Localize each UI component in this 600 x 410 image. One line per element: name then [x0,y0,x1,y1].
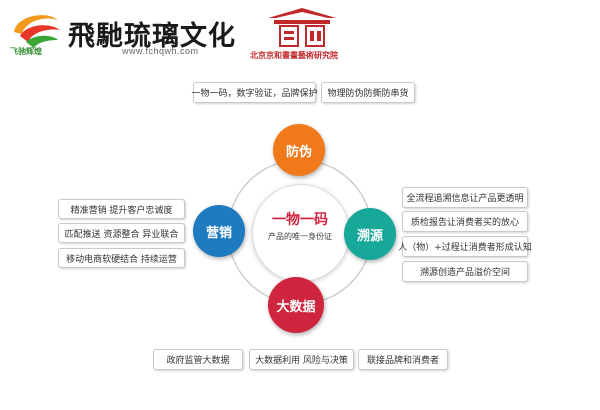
bottom-box-1: 政府监管大数据 [153,349,243,370]
brand-logo [6,8,66,56]
center-title: 一物一码 [272,212,328,228]
node-marketing: 营销 [193,205,245,257]
brand-name: 飛馳琉璃文化 [68,21,236,52]
top-box-2: 物理防伪防撕防串货 [321,82,415,103]
node-big-data: 大数据 [268,277,324,333]
academy-seal-logo [262,4,342,56]
center-subtitle: 产品的唯一身份证 [268,232,332,241]
bottom-box-2: 大数据利用 风险与决策 [249,349,354,370]
node-anti-counterfeit: 防伪 [273,124,325,176]
top-box-1: 一物一码，数字验证，品牌保护 [192,82,318,103]
right-box-4: 溯源创造产品溢价空间 [402,261,528,282]
left-box-2: 匹配推送 资源整合 异业联合 [58,223,185,243]
brand-url: www.fchqwh.com [122,46,199,56]
node-traceability: 溯源 [344,208,396,260]
bottom-box-3: 联接品牌和消费者 [358,349,448,370]
logo-small-text: 飞驰辉煌 [10,47,42,56]
right-box-3: 人（物）+过程让消费者形成认知 [398,236,532,257]
left-box-3: 移动电商软硬结合 持续运营 [58,248,185,268]
left-box-1: 精准营销 提升客户忠诚度 [58,199,185,219]
right-box-1: 全流程追溯信息让产品更透明 [402,187,528,208]
academy-name: 北京京和書畫藝術研究院 [250,50,338,60]
right-box-2: 质检报告让消费者买的放心 [402,211,528,232]
